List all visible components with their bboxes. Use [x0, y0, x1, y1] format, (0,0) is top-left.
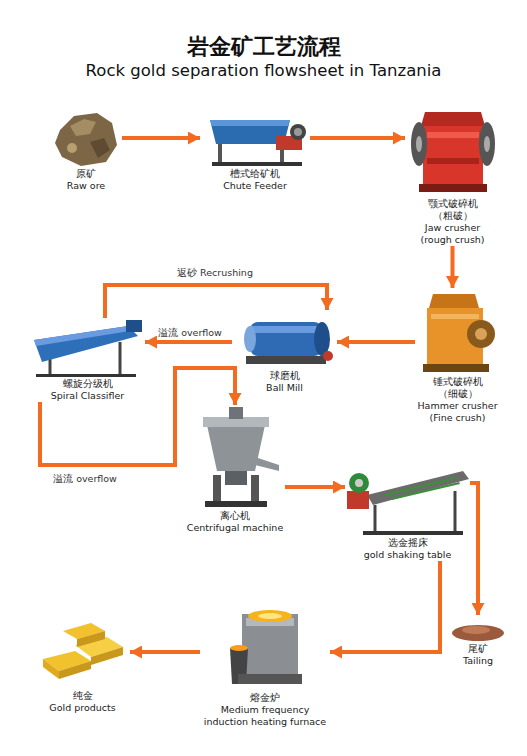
node-label: （细破）	[415, 388, 500, 400]
node-label: gold shaking table	[345, 549, 470, 561]
flow-arrow	[470, 483, 478, 615]
hammer-crusher: 锤式破碎机（细破）Hammer crusher(Fine crush)	[415, 288, 500, 424]
flow-arrow	[105, 285, 327, 318]
node-label: 螺旋分级机	[30, 378, 145, 390]
node-label: 离心机	[185, 510, 285, 522]
node-label: Centrifugal machine	[185, 522, 285, 534]
tailing: 尾矿Tailing	[440, 615, 516, 667]
node-label: 槽式给矿机	[200, 168, 310, 180]
subtitle: Rock gold separation flowsheet in Tanzan…	[0, 61, 527, 80]
node-label: 尾矿	[440, 643, 516, 655]
node-label: (Fine crush)	[415, 412, 500, 424]
equipment-illustration	[405, 98, 500, 198]
equipment-illustration	[35, 615, 130, 690]
flow-arrow	[310, 136, 405, 140]
edge-label: 溢流 overflow	[158, 327, 222, 340]
flow-arrow	[130, 650, 200, 654]
gold-products: 纯金Gold products	[35, 615, 130, 714]
edge-label: 返砂 Recrushing	[177, 267, 253, 280]
equipment-illustration	[30, 318, 145, 378]
node-label: 锤式破碎机	[415, 376, 500, 388]
flow-arrow	[451, 246, 455, 288]
node-label: 纯金	[35, 690, 130, 702]
equipment-illustration	[185, 405, 285, 510]
ball-mill: 球磨机Ball Mill	[232, 310, 337, 394]
equipment-illustration	[345, 455, 470, 537]
induction-furnace: 熔金炉Medium frequency induction heating fu…	[200, 600, 330, 728]
node-label: Raw ore	[50, 180, 122, 192]
node-label: Spiral Classifler	[30, 390, 145, 402]
node-label: Ball Mill	[232, 382, 337, 394]
edge-label: 溢流 overflow	[53, 473, 117, 486]
node-label: 颚式破碎机	[405, 198, 500, 210]
flow-arrow	[122, 136, 200, 140]
raw-ore: 原矿Raw ore	[50, 108, 122, 192]
node-label: Tailing	[440, 655, 516, 667]
node-label: Chute Feeder	[200, 180, 310, 192]
equipment-illustration	[232, 310, 337, 370]
jaw-crusher: 颚式破碎机（粗破）Jaw crusher(rough crush)	[405, 98, 500, 246]
equipment-illustration	[415, 288, 500, 376]
node-label: Medium frequency induction heating furna…	[200, 704, 330, 728]
flow-arrow	[337, 340, 415, 344]
node-label: Jaw crusher	[405, 222, 500, 234]
centrifugal-machine: 离心机Centrifugal machine	[185, 405, 285, 534]
node-label: (rough crush)	[405, 234, 500, 246]
node-label: 原矿	[50, 168, 122, 180]
node-label: 选金摇床	[345, 537, 470, 549]
node-label: （粗破）	[405, 210, 500, 222]
equipment-illustration	[50, 108, 122, 168]
node-label: Hammer crusher	[415, 400, 500, 412]
spiral-classifier: 螺旋分级机Spiral Classifler	[30, 318, 145, 402]
equipment-illustration	[440, 615, 516, 643]
flow-arrow	[145, 340, 232, 344]
diagram-title: 岩金矿工艺流程	[0, 32, 527, 62]
node-label: 熔金炉	[200, 692, 330, 704]
chute-feeder: 槽式给矿机Chute Feeder	[200, 108, 310, 192]
flow-arrow	[285, 485, 345, 489]
node-label: Gold products	[35, 702, 130, 714]
node-label: 球磨机	[232, 370, 337, 382]
flow-arrow	[330, 561, 440, 652]
equipment-illustration	[200, 108, 310, 168]
shaking-table: 选金摇床gold shaking table	[345, 455, 470, 561]
equipment-illustration	[200, 600, 330, 692]
